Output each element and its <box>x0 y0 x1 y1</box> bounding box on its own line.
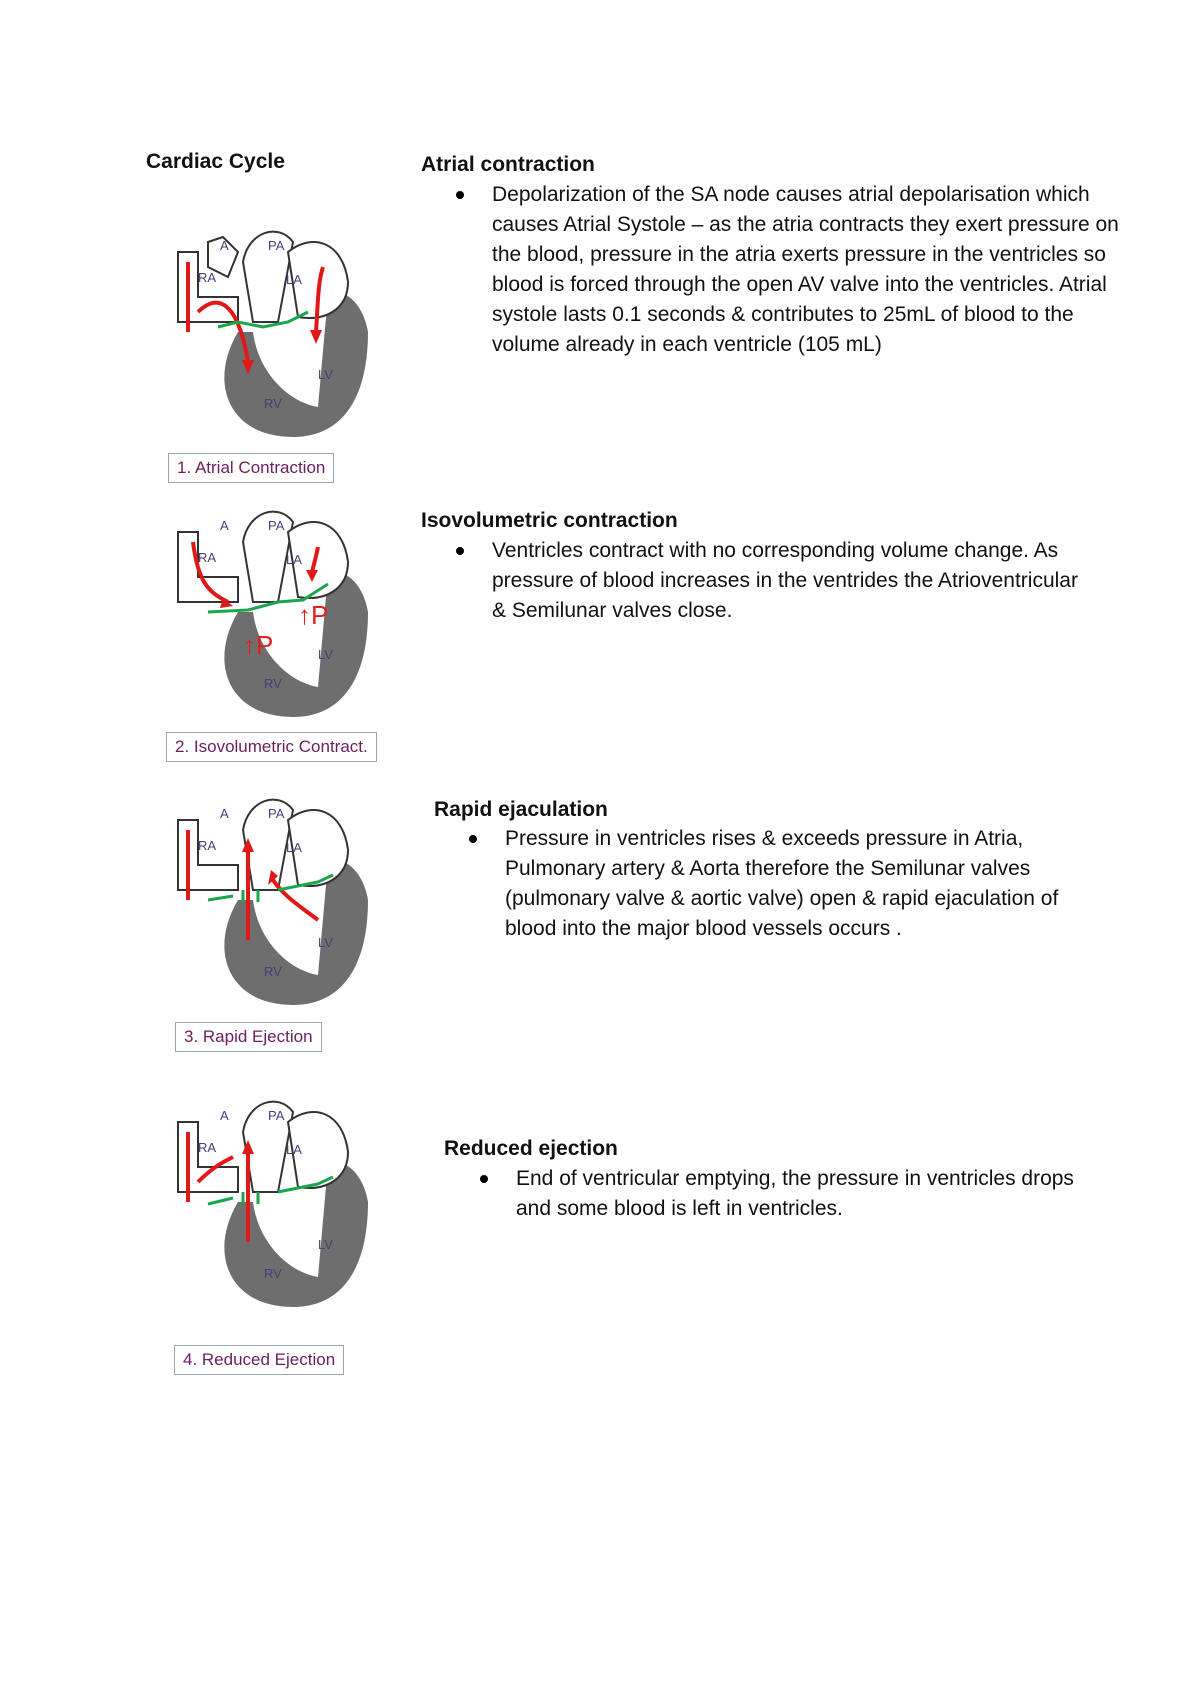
label-la: LA <box>286 272 302 287</box>
label-rv: RV <box>264 1266 282 1281</box>
figure-caption-1: 1. Atrial Contraction <box>168 453 334 483</box>
label-la: LA <box>286 1142 302 1157</box>
label-ra: RA <box>198 838 216 853</box>
label-a: A <box>220 806 229 821</box>
label-a: A <box>220 518 229 533</box>
section-title-isovolumetric: Isovolumetric contraction <box>421 509 678 533</box>
label-pa: PA <box>268 1108 285 1123</box>
page-title: Cardiac Cycle <box>146 150 285 174</box>
list-item: Depolarization of the SA node causes atr… <box>454 180 1134 360</box>
label-ra: RA <box>198 1140 216 1155</box>
label-lv: LV <box>318 1237 333 1252</box>
label-pa: PA <box>268 238 285 253</box>
heart-diagram-isovolumetric: ↑P ↑P A PA RA LA RV LV <box>168 502 378 732</box>
section-title-rapid-ejaculation: Rapid ejaculation <box>434 798 608 822</box>
list-item: End of ventricular emptying, the pressur… <box>478 1164 1078 1224</box>
section-title-atrial-contraction: Atrial contraction <box>421 153 595 177</box>
list-item: Ventricles contract with no correspondin… <box>454 536 1094 626</box>
bullet-list-atrial-contraction: Depolarization of the SA node causes atr… <box>454 180 1134 360</box>
bullet-list-isovolumetric: Ventricles contract with no correspondin… <box>454 536 1094 626</box>
pressure-label-lv: ↑P <box>298 600 328 630</box>
label-rv: RV <box>264 396 282 411</box>
label-a: A <box>220 1108 229 1123</box>
section-title-reduced-ejection: Reduced ejection <box>444 1137 618 1161</box>
label-ra: RA <box>198 270 216 285</box>
heart-diagram-atrial-contraction: A PA RA LA RV LV <box>168 222 378 452</box>
label-la: LA <box>286 840 302 855</box>
label-pa: PA <box>268 806 285 821</box>
figure-caption-3: 3. Rapid Ejection <box>175 1022 322 1052</box>
label-rv: RV <box>264 676 282 691</box>
heart-diagram-rapid-ejection: A PA RA LA RV LV <box>168 790 378 1020</box>
label-rv: RV <box>264 964 282 979</box>
label-lv: LV <box>318 935 333 950</box>
label-a: A <box>220 238 229 253</box>
label-la: LA <box>286 552 302 567</box>
figure-caption-2: 2. Isovolumetric Contract. <box>166 732 377 762</box>
label-ra: RA <box>198 550 216 565</box>
label-lv: LV <box>318 367 333 382</box>
figure-caption-4: 4. Reduced Ejection <box>174 1345 344 1375</box>
label-pa: PA <box>268 518 285 533</box>
pressure-label-rv: ↑P <box>243 630 273 660</box>
label-lv: LV <box>318 647 333 662</box>
heart-diagram-reduced-ejection: A PA RA LA RV LV <box>168 1092 378 1322</box>
bullet-list-reduced-ejection: End of ventricular emptying, the pressur… <box>478 1164 1078 1224</box>
list-item: Pressure in ventricles rises & exceeds p… <box>467 824 1087 944</box>
bullet-list-rapid-ejaculation: Pressure in ventricles rises & exceeds p… <box>467 824 1087 944</box>
